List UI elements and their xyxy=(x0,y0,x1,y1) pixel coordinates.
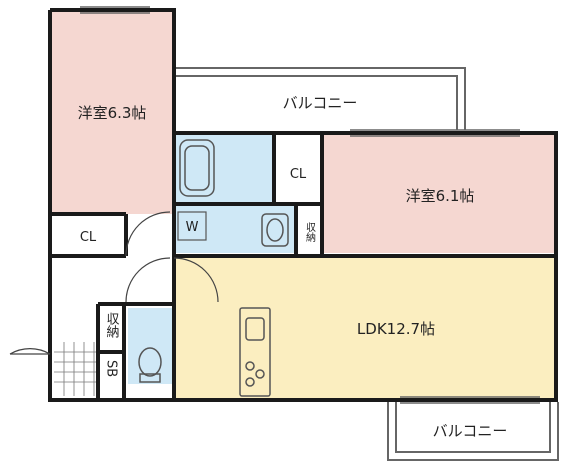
closet-left-label: CL xyxy=(80,230,97,245)
shoe-box-label: SB xyxy=(104,360,119,377)
ldk-fill xyxy=(176,256,554,398)
toilet-fill xyxy=(128,308,172,384)
walls xyxy=(48,8,558,402)
kitchen-counter xyxy=(239,307,271,397)
western-room-1-fill xyxy=(52,12,172,214)
bathtub xyxy=(179,139,215,197)
washer-box xyxy=(177,211,207,241)
bath-fill xyxy=(176,135,272,203)
storage-lower-label: 収納 xyxy=(104,312,120,339)
washer-label: W xyxy=(186,220,199,235)
entrance-tiles xyxy=(54,342,100,396)
western-room-2-label: 洋室6.1帖 xyxy=(406,187,475,205)
storage-upper-label: 収納 xyxy=(304,222,316,243)
sink xyxy=(261,213,289,247)
balcony-bottom-outline xyxy=(387,402,559,461)
ldk-label: LDK12.7帖 xyxy=(357,320,435,338)
windows xyxy=(80,6,540,404)
closet-mid-label: CL xyxy=(290,167,307,182)
western-room-2-fill xyxy=(324,135,554,253)
balcony-top-outline xyxy=(176,67,466,130)
balcony-bottom-label: バルコニー xyxy=(433,422,508,440)
entrance-fill xyxy=(54,342,100,396)
door-swings xyxy=(9,211,219,355)
western-room-1-label: 洋室6.3帖 xyxy=(78,104,147,122)
balcony-top-label: バルコニー xyxy=(283,94,358,112)
toilet xyxy=(138,347,162,383)
